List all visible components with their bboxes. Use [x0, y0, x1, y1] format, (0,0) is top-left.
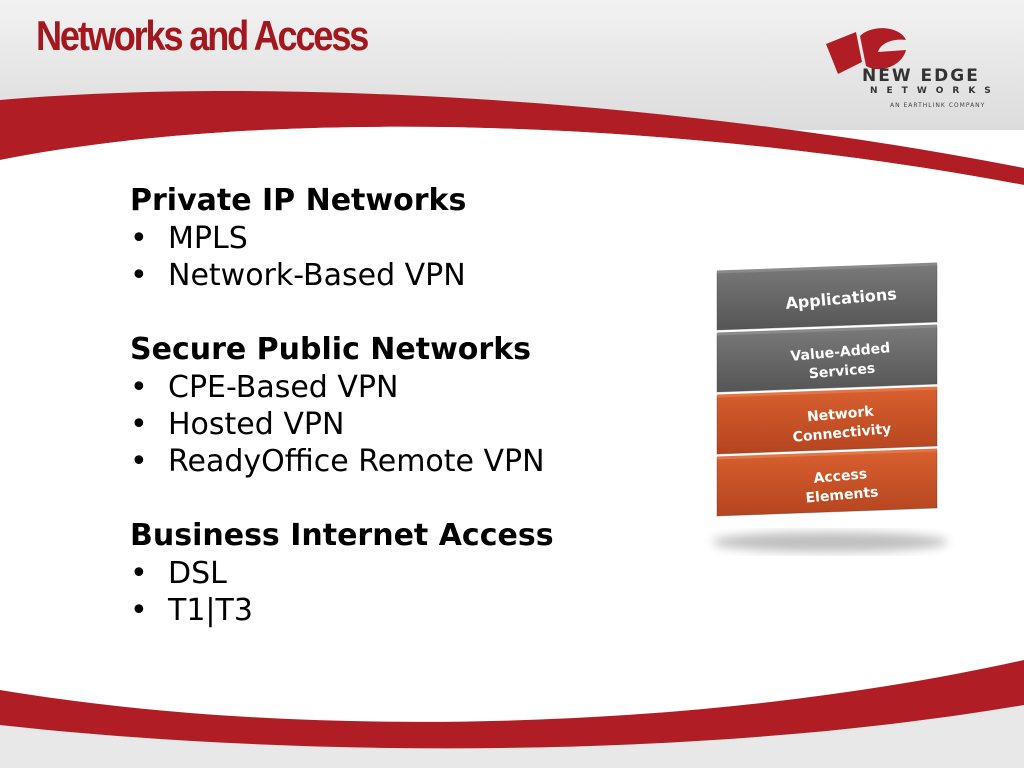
bullet-content: Private IP Networks•MPLS•Network-Based V… [130, 182, 690, 666]
content-section: Business Internet Access•DSL•T1|T3 [130, 517, 690, 629]
stack-layer-label: Network [806, 404, 874, 426]
bullet-glyph: • [130, 444, 148, 479]
stack-layer-edge [716, 262, 938, 274]
bullet-item: • CPE-Based VPN [130, 369, 690, 406]
stack-layer-label: Services [808, 361, 876, 383]
content-section: Private IP Networks•MPLS•Network-Based V… [130, 182, 690, 294]
stack-layer-edge [716, 448, 938, 460]
bullet-glyph: • [130, 221, 148, 256]
bullet-item: • Network-Based VPN [130, 257, 690, 294]
logo-brand-line-1: NEW EDGE [862, 66, 980, 86]
bullet-glyph: • [130, 370, 148, 405]
section-heading: Private IP Networks [130, 183, 467, 218]
stack-shadow [712, 532, 948, 552]
section-heading: Secure Public Networks [130, 332, 532, 367]
bullet-glyph: • [130, 593, 148, 628]
layer-stack-diagram: ApplicationsValue-AddedServicesNetworkCo… [712, 262, 948, 552]
bullet-glyph: • [130, 556, 148, 591]
bullet-glyph: • [130, 258, 148, 293]
bullet-text: MPLS [168, 221, 248, 256]
stack-layer: Applications [716, 262, 938, 331]
stack-layer-label: Access [813, 466, 868, 487]
bullet-item: • ReadyOffice Remote VPN [130, 443, 690, 480]
bullet-text: DSL [168, 556, 227, 591]
section-heading: Business Internet Access [130, 518, 554, 553]
stack-layer-label: Elements [805, 484, 879, 506]
stack-layer-edge [716, 324, 938, 336]
bullet-text: Network-Based VPN [168, 258, 466, 293]
logo-mark-icon [826, 28, 906, 74]
bullet-glyph: • [130, 407, 148, 442]
stack-layer-edge [716, 386, 938, 398]
content-section: Secure Public Networks•CPE-Based VPN•Hos… [130, 331, 690, 480]
slide-title: Networks and Access [36, 12, 369, 59]
logo-brand-line-2: NETWORKS [870, 86, 1000, 96]
bullet-text: Hosted VPN [168, 407, 345, 442]
bullet-item: • DSL [130, 555, 690, 592]
bullet-text: ReadyOffice Remote VPN [168, 444, 545, 479]
bullet-text: CPE-Based VPN [168, 370, 399, 405]
bullet-item: • MPLS [130, 220, 690, 257]
bullet-item: • T1|T3 [130, 592, 690, 629]
company-logo: NEW EDGE NETWORKS AN EARTHLINK COMPANY [822, 22, 1012, 117]
bullet-item: • Hosted VPN [130, 406, 690, 443]
logo-tagline: AN EARTHLINK COMPANY [890, 102, 986, 109]
bullet-text: T1|T3 [168, 593, 253, 628]
